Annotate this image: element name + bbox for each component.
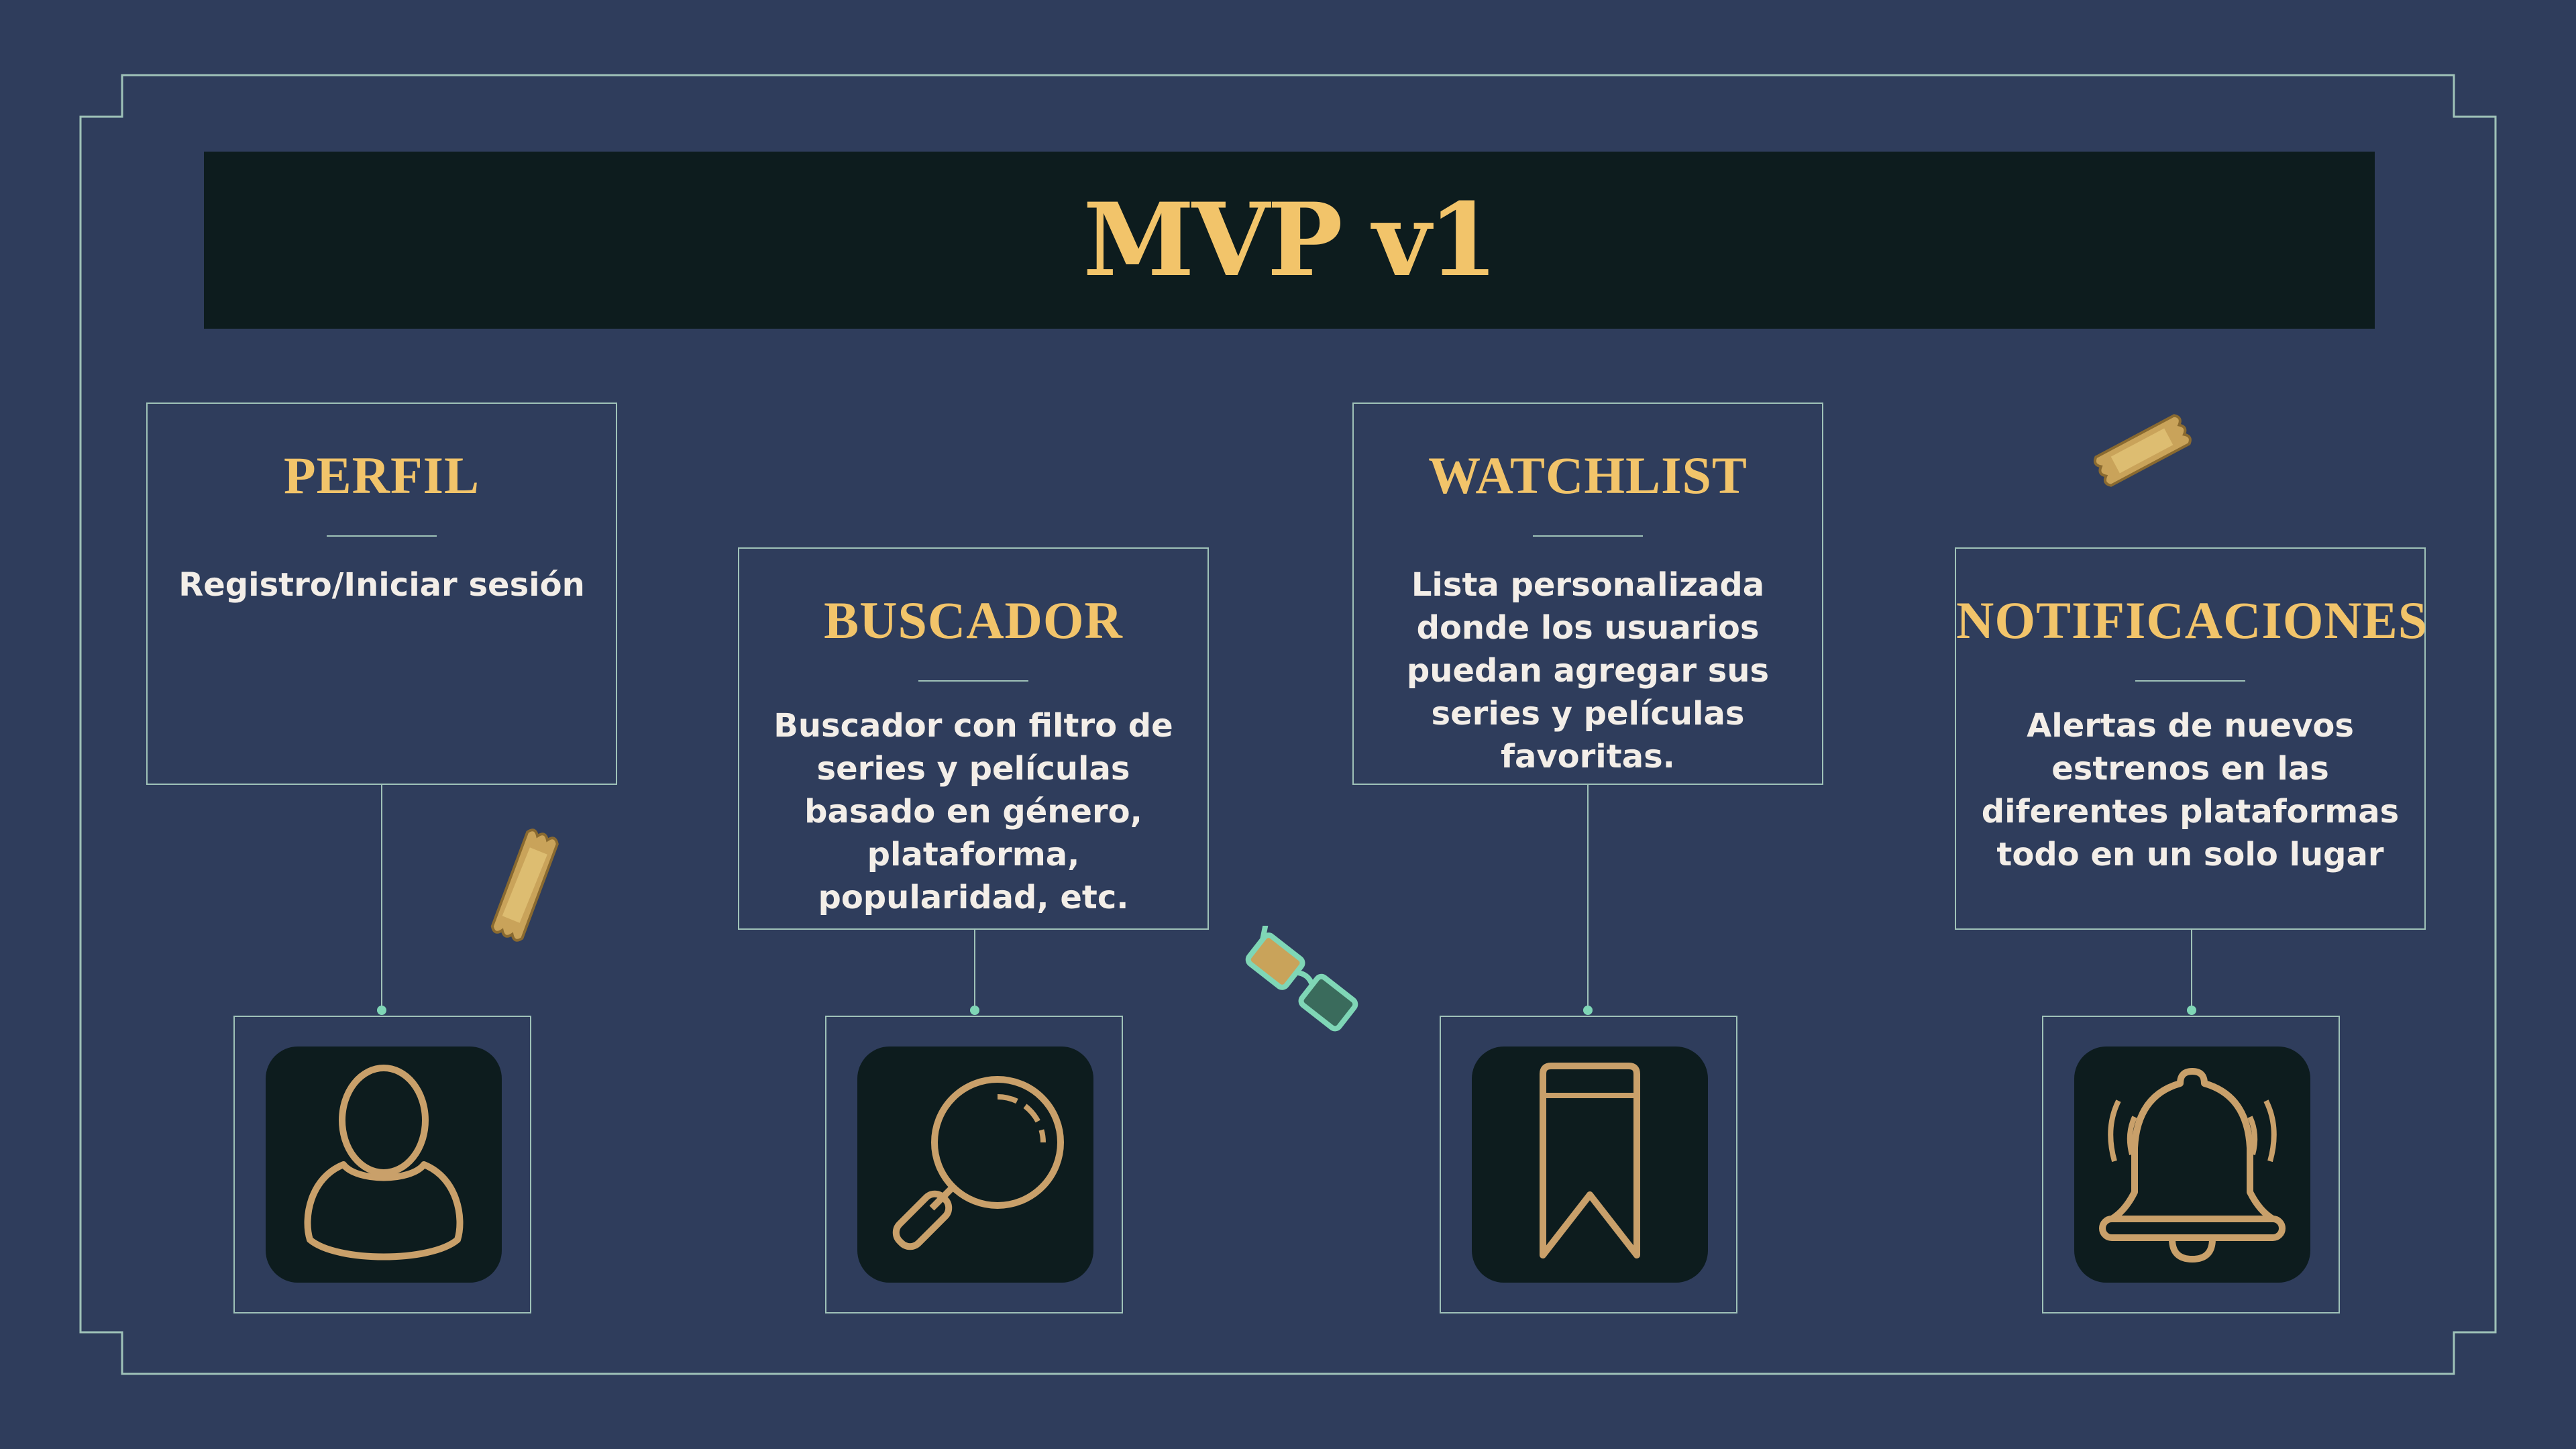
icon-tile bbox=[266, 1046, 502, 1283]
bell-icon bbox=[2099, 1068, 2286, 1263]
connector-dot bbox=[377, 1006, 386, 1015]
search-icon bbox=[892, 1076, 1064, 1250]
card-title: PERFIL bbox=[283, 446, 480, 504]
card-description: Lista personalizada donde los usuarios p… bbox=[1406, 566, 1770, 775]
card-title: WATCHLIST bbox=[1428, 446, 1748, 504]
card-notificaciones: NOTIFICACIONES Alertas de nuevos estreno… bbox=[1955, 547, 2428, 930]
connector-line bbox=[2191, 930, 2192, 1010]
card-description: Alertas de nuevos estrenos en las difere… bbox=[1981, 707, 2400, 873]
3d-glasses-icon bbox=[1245, 926, 1358, 1032]
connector-line bbox=[1587, 785, 1589, 1010]
card-divider bbox=[2135, 680, 2245, 682]
card-perfil: PERFIL Registro/Iniciar sesión bbox=[146, 402, 617, 785]
card-description: Registro/Iniciar sesión bbox=[178, 566, 585, 604]
card-title: NOTIFICACIONES bbox=[1956, 591, 2428, 649]
page-title: MVP v1 bbox=[1083, 181, 1499, 299]
connector-dot bbox=[2187, 1006, 2196, 1015]
icon-box-watchlist bbox=[1440, 1016, 1737, 1313]
connector-dot bbox=[970, 1006, 979, 1015]
connector-dot bbox=[1583, 1006, 1593, 1015]
title-banner: MVP v1 bbox=[204, 152, 2375, 329]
icon-tile bbox=[857, 1046, 1093, 1283]
card-divider bbox=[327, 535, 437, 537]
bookmark-icon bbox=[1540, 1063, 1640, 1258]
ticket-icon bbox=[490, 828, 559, 942]
user-icon bbox=[304, 1065, 464, 1260]
card-title: BUSCADOR bbox=[824, 591, 1123, 649]
icon-box-perfil bbox=[233, 1016, 531, 1313]
connector-line bbox=[974, 930, 975, 1010]
card-buscador: BUSCADOR Buscador con filtro de series y… bbox=[738, 547, 1209, 930]
card-description: Buscador con filtro de series y película… bbox=[773, 707, 1173, 916]
icon-tile bbox=[2074, 1046, 2310, 1283]
ticket-icon bbox=[2093, 414, 2192, 487]
icon-box-notificaciones bbox=[2042, 1016, 2340, 1313]
card-divider bbox=[1533, 535, 1643, 537]
icon-box-buscador bbox=[825, 1016, 1123, 1313]
card-divider bbox=[918, 680, 1028, 682]
card-watchlist: WATCHLIST Lista personalizada donde los … bbox=[1352, 402, 1823, 785]
connector-line bbox=[381, 785, 382, 1010]
icon-tile bbox=[1472, 1046, 1708, 1283]
